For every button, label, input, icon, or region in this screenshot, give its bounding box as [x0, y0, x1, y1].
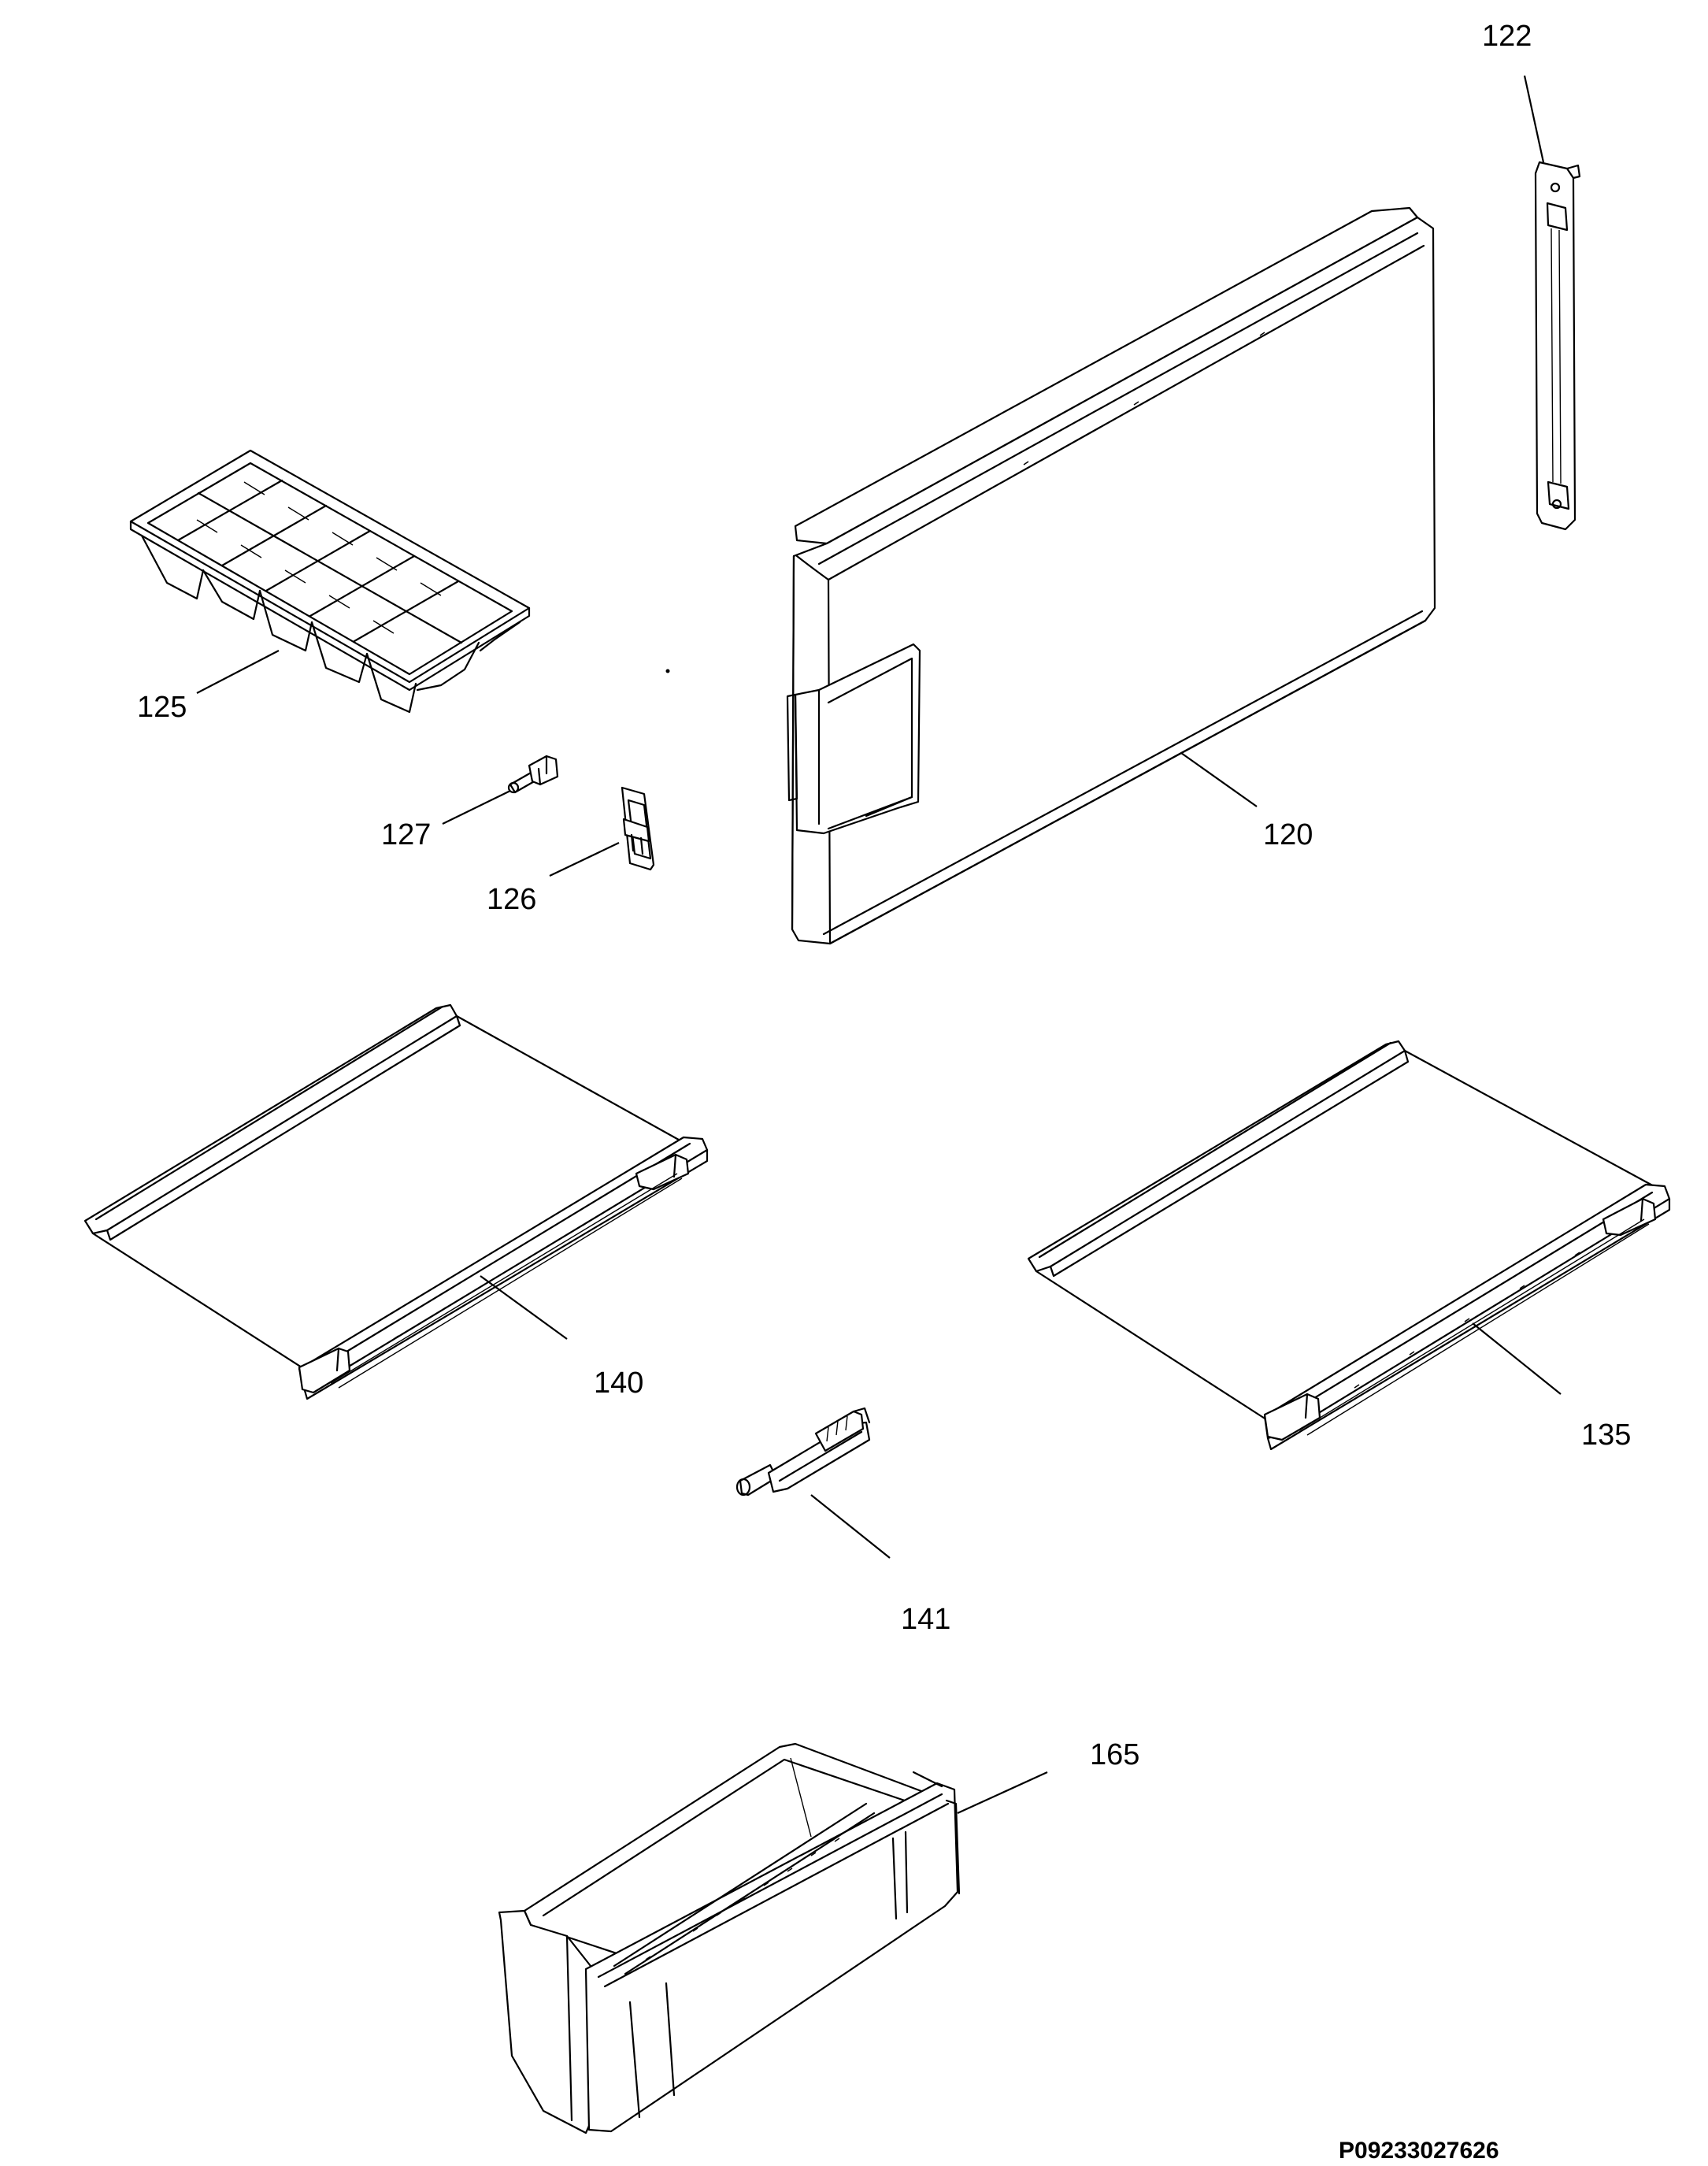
- document-number: P09233027626: [1339, 2138, 1499, 2164]
- leader-141: [810, 1494, 891, 1559]
- leader-126: [549, 842, 620, 877]
- callout-125: 125: [137, 691, 187, 724]
- leader-165: [957, 1771, 1048, 1815]
- part-141-shelf-support: [735, 1407, 871, 1497]
- callout-120: 120: [1263, 818, 1313, 851]
- callout-122: 122: [1482, 20, 1532, 53]
- leader-135: [1472, 1322, 1562, 1395]
- callout-140: 140: [594, 1367, 643, 1400]
- callout-127: 127: [381, 818, 431, 851]
- callout-141: 141: [901, 1603, 950, 1636]
- stray-dot: [665, 669, 670, 673]
- leader-122: [1523, 75, 1545, 163]
- callout-165: 165: [1090, 1738, 1139, 1771]
- leader-120: [1180, 752, 1258, 807]
- leader-125: [196, 650, 280, 694]
- part-135-glass-shelf: [1027, 1040, 1671, 1451]
- part-120-freezer-door: [786, 206, 1436, 945]
- leader-127: [442, 790, 511, 825]
- part-127-pin: [507, 755, 559, 794]
- part-140-glass-shelf: [83, 1003, 709, 1400]
- part-165-freezer-drawer: [498, 1742, 961, 2134]
- callout-126: 126: [487, 883, 536, 916]
- callout-135: 135: [1581, 1419, 1631, 1452]
- part-126-clip-bracket: [621, 786, 655, 871]
- part-125-ice-cube-tray: [129, 449, 531, 714]
- leader-140: [480, 1275, 568, 1340]
- part-122-hinge-bar: [1534, 161, 1581, 531]
